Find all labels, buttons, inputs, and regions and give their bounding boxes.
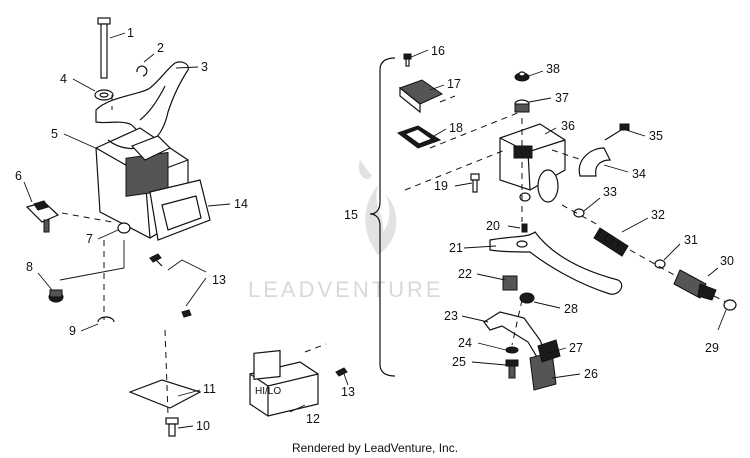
part-14-boot xyxy=(149,179,211,241)
part-9-clip xyxy=(97,316,115,323)
callout-17: 17 xyxy=(447,77,461,91)
part-24-washer xyxy=(505,346,519,354)
part-3-bracket-edge xyxy=(139,85,166,121)
callout-5: 5 xyxy=(51,127,58,141)
callout-3: 3 xyxy=(201,60,208,74)
part-7-grommet xyxy=(117,222,131,234)
part-35-screw xyxy=(604,123,630,141)
callout-1: 1 xyxy=(127,26,134,40)
part-2-clip xyxy=(136,65,148,77)
part-13-screws xyxy=(149,253,192,318)
callout-14: 14 xyxy=(234,197,248,211)
part-10-bolt xyxy=(165,417,179,437)
callout-28: 28 xyxy=(564,302,578,316)
callout-23: 23 xyxy=(444,309,458,323)
callout-38: 38 xyxy=(546,62,560,76)
callout-7: 7 xyxy=(86,232,93,246)
part-28-nut xyxy=(519,292,535,304)
part-29-oring xyxy=(723,299,737,311)
part-6-connector xyxy=(25,200,60,233)
callout-20: 20 xyxy=(486,219,500,233)
part-37-sleeve xyxy=(514,99,530,113)
callout-26: 26 xyxy=(584,367,598,381)
callout-9: 9 xyxy=(69,324,76,338)
part-34-clamp xyxy=(578,147,611,177)
part-33-washer xyxy=(573,208,585,218)
callout-13-left: 13 xyxy=(212,273,226,287)
callout-8: 8 xyxy=(26,260,33,274)
part-27-switch xyxy=(537,339,561,363)
callout-10: 10 xyxy=(196,419,210,433)
callout-2: 2 xyxy=(157,41,164,55)
part-13-screw-mid xyxy=(335,367,348,377)
callout-32: 32 xyxy=(651,208,665,222)
left-assembly xyxy=(25,17,211,437)
callout-35: 35 xyxy=(649,129,663,143)
callouts: 1 2 3 4 5 6 7 8 9 10 11 12 13 13 14 15 1… xyxy=(15,26,734,433)
part-4-washer xyxy=(94,89,114,101)
footer-credit: Rendered by LeadVenture, Inc. xyxy=(291,441,459,455)
part-23-bracket xyxy=(483,311,549,363)
part-30-piston xyxy=(673,269,717,301)
callout-31: 31 xyxy=(684,233,698,247)
callout-30: 30 xyxy=(720,254,734,268)
callout-18: 18 xyxy=(449,121,463,135)
callout-21: 21 xyxy=(449,241,463,255)
callout-6: 6 xyxy=(15,169,22,183)
callout-19: 19 xyxy=(434,179,448,193)
callout-4: 4 xyxy=(60,72,67,86)
callout-27: 27 xyxy=(569,341,583,355)
callout-37: 37 xyxy=(555,91,569,105)
callout-25: 25 xyxy=(452,355,466,369)
middle-switch: HI/LO xyxy=(249,343,348,417)
part-11-plate xyxy=(128,379,202,409)
callout-11: 11 xyxy=(203,382,216,396)
callout-34: 34 xyxy=(632,167,646,181)
callout-22: 22 xyxy=(458,267,472,281)
leader-lines xyxy=(23,32,727,429)
watermark: LEADVENTURE xyxy=(248,160,444,302)
callout-13-mid: 13 xyxy=(341,385,355,399)
part-22-spring xyxy=(502,275,518,291)
callout-33: 33 xyxy=(603,185,617,199)
callout-29: 29 xyxy=(705,341,719,355)
callout-15: 15 xyxy=(344,208,358,222)
group-15-brace xyxy=(369,57,396,377)
watermark-text: LEADVENTURE xyxy=(248,277,444,302)
callout-16: 16 xyxy=(431,44,445,58)
part-25-bolt xyxy=(505,359,519,379)
part-38-cap xyxy=(514,71,530,82)
part-1-bolt xyxy=(97,17,111,79)
watermark-flame-icon xyxy=(358,160,397,255)
callout-12: 12 xyxy=(306,412,320,426)
part-16-screw xyxy=(403,53,412,67)
part-19-bolt xyxy=(470,173,480,193)
part-8-cap xyxy=(48,289,64,303)
callout-24: 24 xyxy=(458,336,472,350)
switch-label: HI/LO xyxy=(255,386,281,397)
callout-36: 36 xyxy=(561,119,575,133)
part-20-pin xyxy=(521,223,528,233)
part-18-diaphragm xyxy=(396,125,442,149)
part-17-cover xyxy=(398,79,444,114)
part-36-master-cylinder xyxy=(499,123,566,203)
right-assembly xyxy=(369,53,737,391)
part-32-spring xyxy=(593,227,629,257)
part-3-bracket xyxy=(95,61,189,141)
part-31-washer xyxy=(654,259,666,269)
